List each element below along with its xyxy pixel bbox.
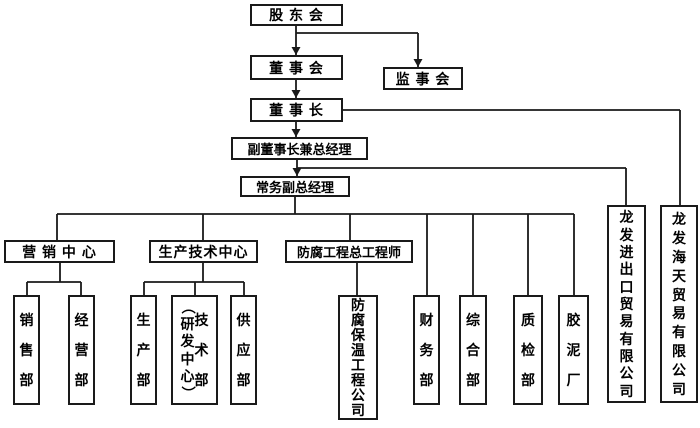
node-anticorrosion-insulation-company: 防腐保温工程公司 (338, 295, 378, 420)
node-vice-chairman-gm: 副董事长兼总经理 (231, 137, 368, 160)
node-cement-plant: 胶泥厂 (558, 295, 589, 405)
node-shareholders-meeting: 股 东 会 (250, 4, 343, 26)
node-general-affairs-dept: 综合部 (459, 295, 487, 405)
node-quality-inspection-dept: 质检部 (513, 295, 543, 405)
arrowhead-down-icon (291, 129, 301, 137)
node-longfa-import-export-trading-co: 龙发进出口贸易有限公司 (607, 205, 646, 403)
arrowhead-down-icon (292, 168, 302, 176)
arrowhead-down-icon (291, 47, 301, 55)
node-anticorrosion-chief-engineer: 防腐工程总工程师 (285, 240, 413, 263)
node-production-dept: 生产部 (130, 295, 157, 405)
arrowhead-down-icon (291, 90, 301, 98)
node-longfa-haitian-trading-co: 龙发海天贸易有限公司 (660, 205, 698, 403)
arrowhead-down-icon (413, 59, 423, 67)
node-finance-dept: 财务部 (413, 295, 440, 405)
node-production-tech-center: 生产技术中心 (149, 240, 258, 263)
node-sales-dept: 销售部 (13, 295, 40, 405)
node-technology-dept-rd-center: 技术部（研发中心） (171, 295, 218, 405)
node-chairman: 董 事 长 (250, 98, 343, 122)
node-board-of-directors: 董 事 会 (250, 55, 343, 80)
node-supply-dept: 供应部 (230, 295, 257, 405)
node-operations-dept: 经营部 (68, 295, 95, 405)
node-exec-deputy-gm: 常务副总经理 (240, 176, 350, 197)
node-supervisory-board: 监 事 会 (383, 67, 463, 90)
node-marketing-center: 营 销 中 心 (4, 240, 115, 263)
